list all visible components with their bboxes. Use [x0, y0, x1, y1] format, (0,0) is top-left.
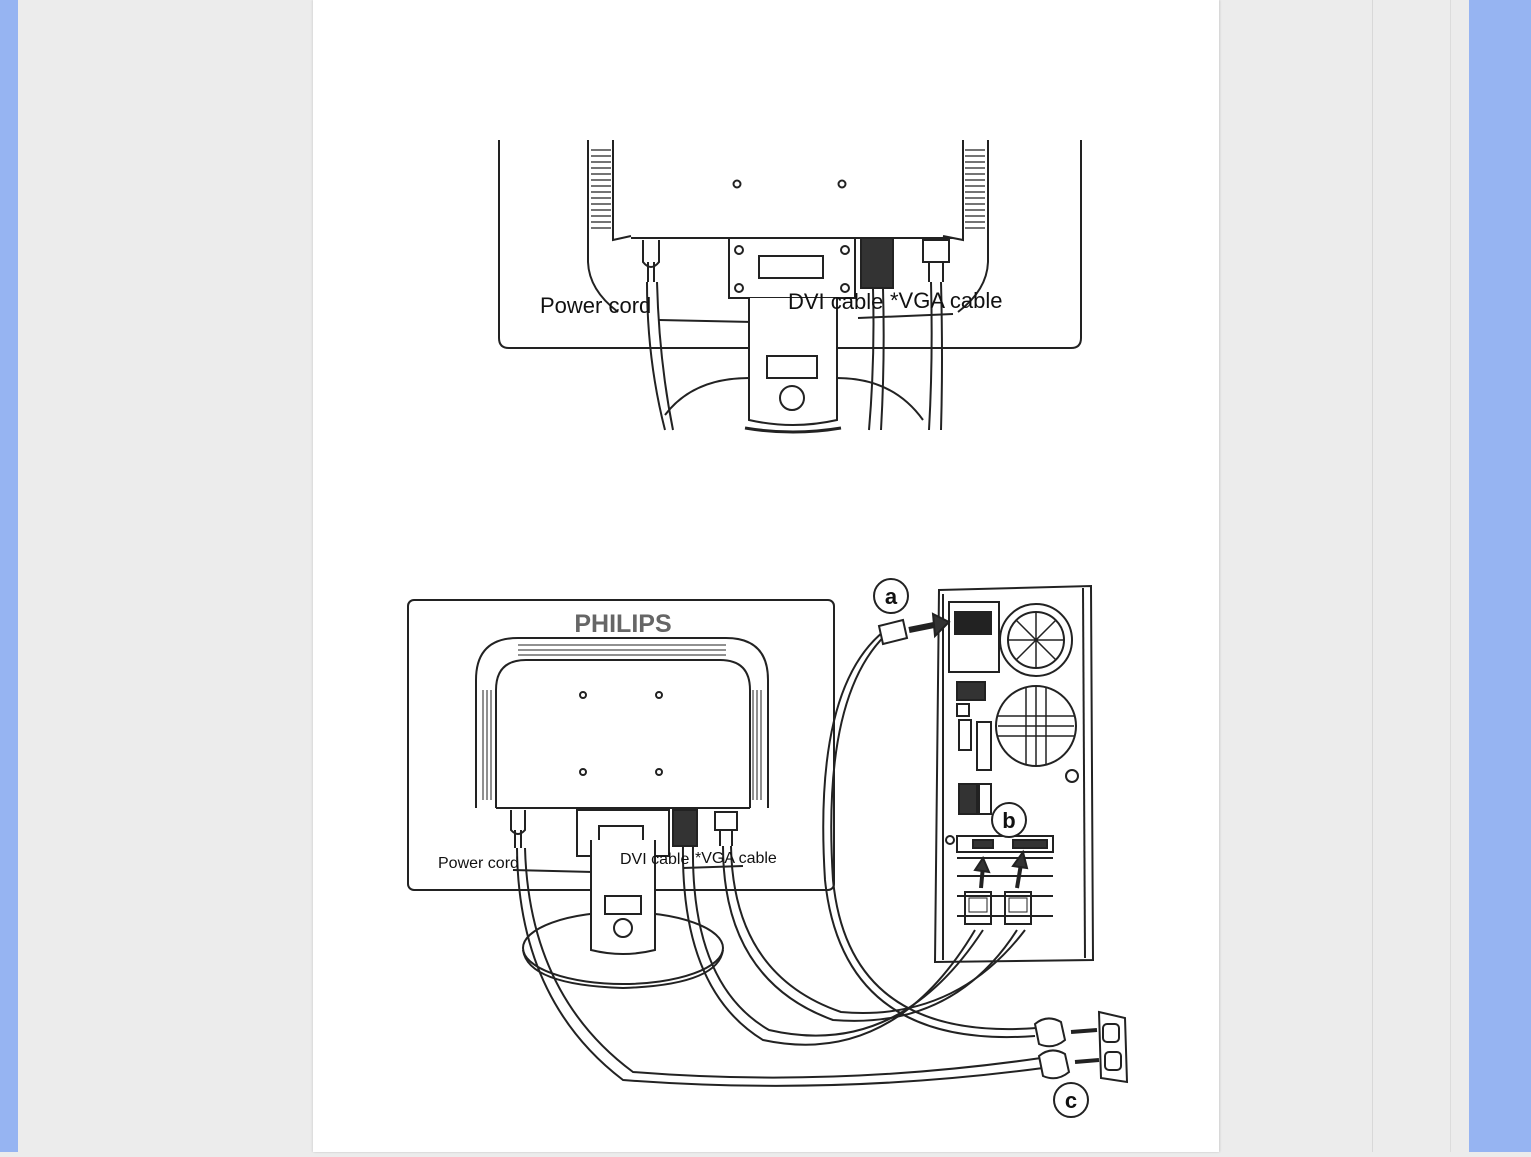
monitor-brand-logo: PHILIPS [574, 610, 671, 638]
figure-monitor-rear-closeup [498, 140, 1082, 434]
label-dvi-cable: DVI cable [788, 289, 883, 314]
label-power-cord-2: Power cord [438, 855, 519, 872]
callout-c: c [1065, 1088, 1077, 1113]
window-frame-left [0, 0, 18, 1152]
label-dvi-cable-2: DVI cable [620, 851, 689, 868]
figure-monitor-pc-connection [407, 578, 1129, 1118]
label-vga-cable: *VGA cable [890, 288, 1003, 313]
scrollbar-track[interactable] [1372, 0, 1373, 1152]
label-power-cord: Power cord [540, 293, 651, 318]
scrollbar-edge [1450, 0, 1451, 1152]
callout-b: b [1002, 808, 1015, 833]
label-vga-cable-2: *VGA cable [695, 850, 777, 867]
window-frame-right [1469, 0, 1531, 1152]
callout-a: a [885, 584, 898, 609]
document-page: Power cord DVI cable *VGA cable [313, 0, 1219, 1152]
document-figures: Power cord DVI cable *VGA cable [407, 140, 1129, 1118]
